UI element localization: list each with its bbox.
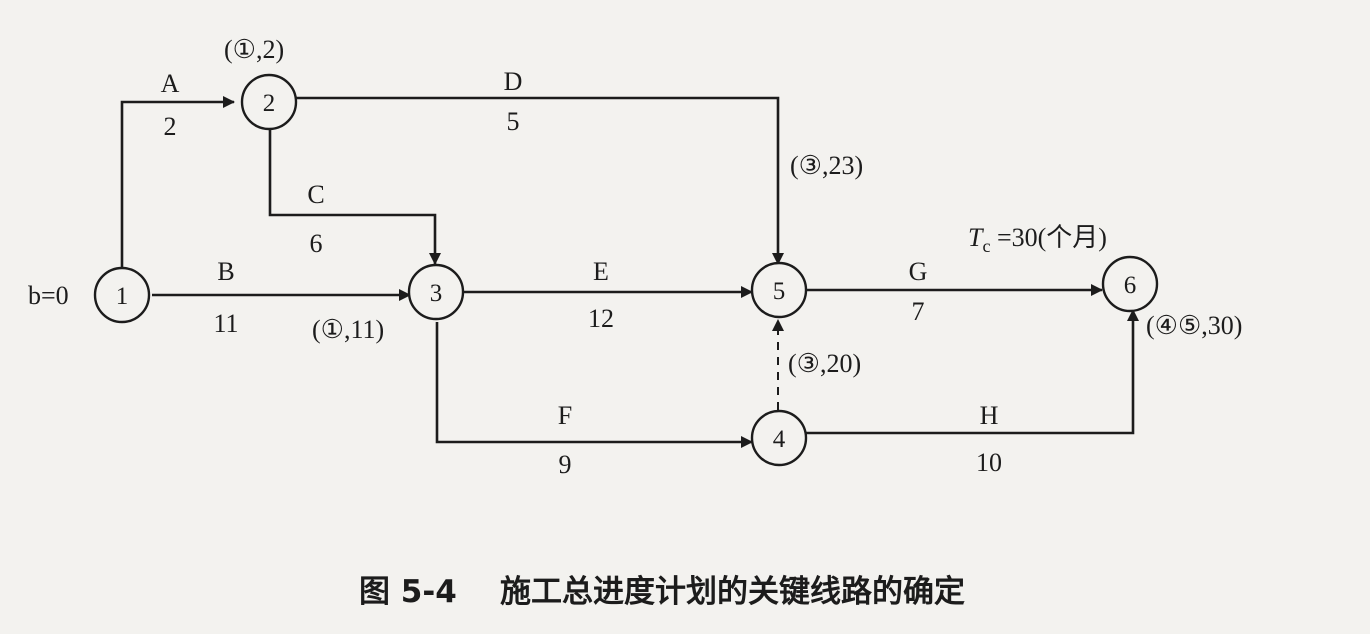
- node-1: 1: [93, 266, 151, 324]
- node-3-mark: (①,11): [312, 315, 384, 344]
- total-duration-subscript: c: [982, 236, 990, 256]
- start-label: b=0: [28, 281, 69, 310]
- node-5-mark: (③,23): [790, 151, 863, 180]
- activity-E-name: E: [593, 257, 609, 286]
- activity-B-name: B: [217, 257, 234, 286]
- activity-E-duration: 12: [588, 304, 614, 333]
- activity-H-name: H: [980, 401, 999, 430]
- node-5-number: 5: [773, 278, 786, 305]
- node-4-number: 4: [773, 426, 786, 453]
- activity-C-name: C: [307, 180, 324, 209]
- activity-G-name: G: [909, 257, 928, 286]
- node-5-circle: [750, 261, 808, 319]
- node-6: 6: [1101, 255, 1159, 313]
- node-1-circle: [93, 266, 151, 324]
- activity-D-duration: 5: [507, 107, 520, 136]
- edge-F: [435, 322, 753, 448]
- edge-D: [296, 96, 784, 265]
- figure-caption: 图 5-4 施工总进度计划的关键线路的确定: [359, 574, 965, 610]
- node-3: 3: [407, 263, 465, 321]
- total-duration-symbol: T: [968, 223, 984, 252]
- total-duration-value: =30(个月): [990, 223, 1106, 252]
- node-6-circle: [1101, 255, 1159, 313]
- node-2-mark: (①,2): [224, 35, 284, 64]
- node-3-circle: [407, 263, 465, 321]
- node-4-circle: [750, 409, 808, 467]
- node-4: 4: [750, 409, 808, 467]
- total-duration-label: Tc =30(个月): [968, 223, 1107, 256]
- node-6-number: 6: [1124, 272, 1137, 299]
- node-6-mark: (④⑤,30): [1146, 311, 1242, 340]
- activity-F-name: F: [558, 401, 572, 430]
- activity-H-duration: 10: [976, 448, 1002, 477]
- node-4-mark: (③,20): [788, 349, 861, 378]
- activity-A-name: A: [161, 69, 180, 98]
- node-3-number: 3: [430, 280, 443, 307]
- activity-C-duration: 6: [310, 229, 323, 258]
- activity-B-duration: 11: [213, 309, 238, 338]
- edge-C: [268, 128, 441, 265]
- edge-A: [120, 96, 235, 277]
- activity-A-duration: 2: [164, 112, 177, 141]
- activity-G-duration: 7: [912, 297, 925, 326]
- node-1-number: 1: [116, 283, 129, 310]
- activity-D-name: D: [504, 67, 523, 96]
- node-2-number: 2: [263, 90, 276, 117]
- node-5: 5: [750, 261, 808, 319]
- activity-F-duration: 9: [559, 450, 572, 479]
- edge-H: [806, 309, 1139, 435]
- node-2-circle: [240, 73, 298, 131]
- node-2: 2: [240, 73, 298, 131]
